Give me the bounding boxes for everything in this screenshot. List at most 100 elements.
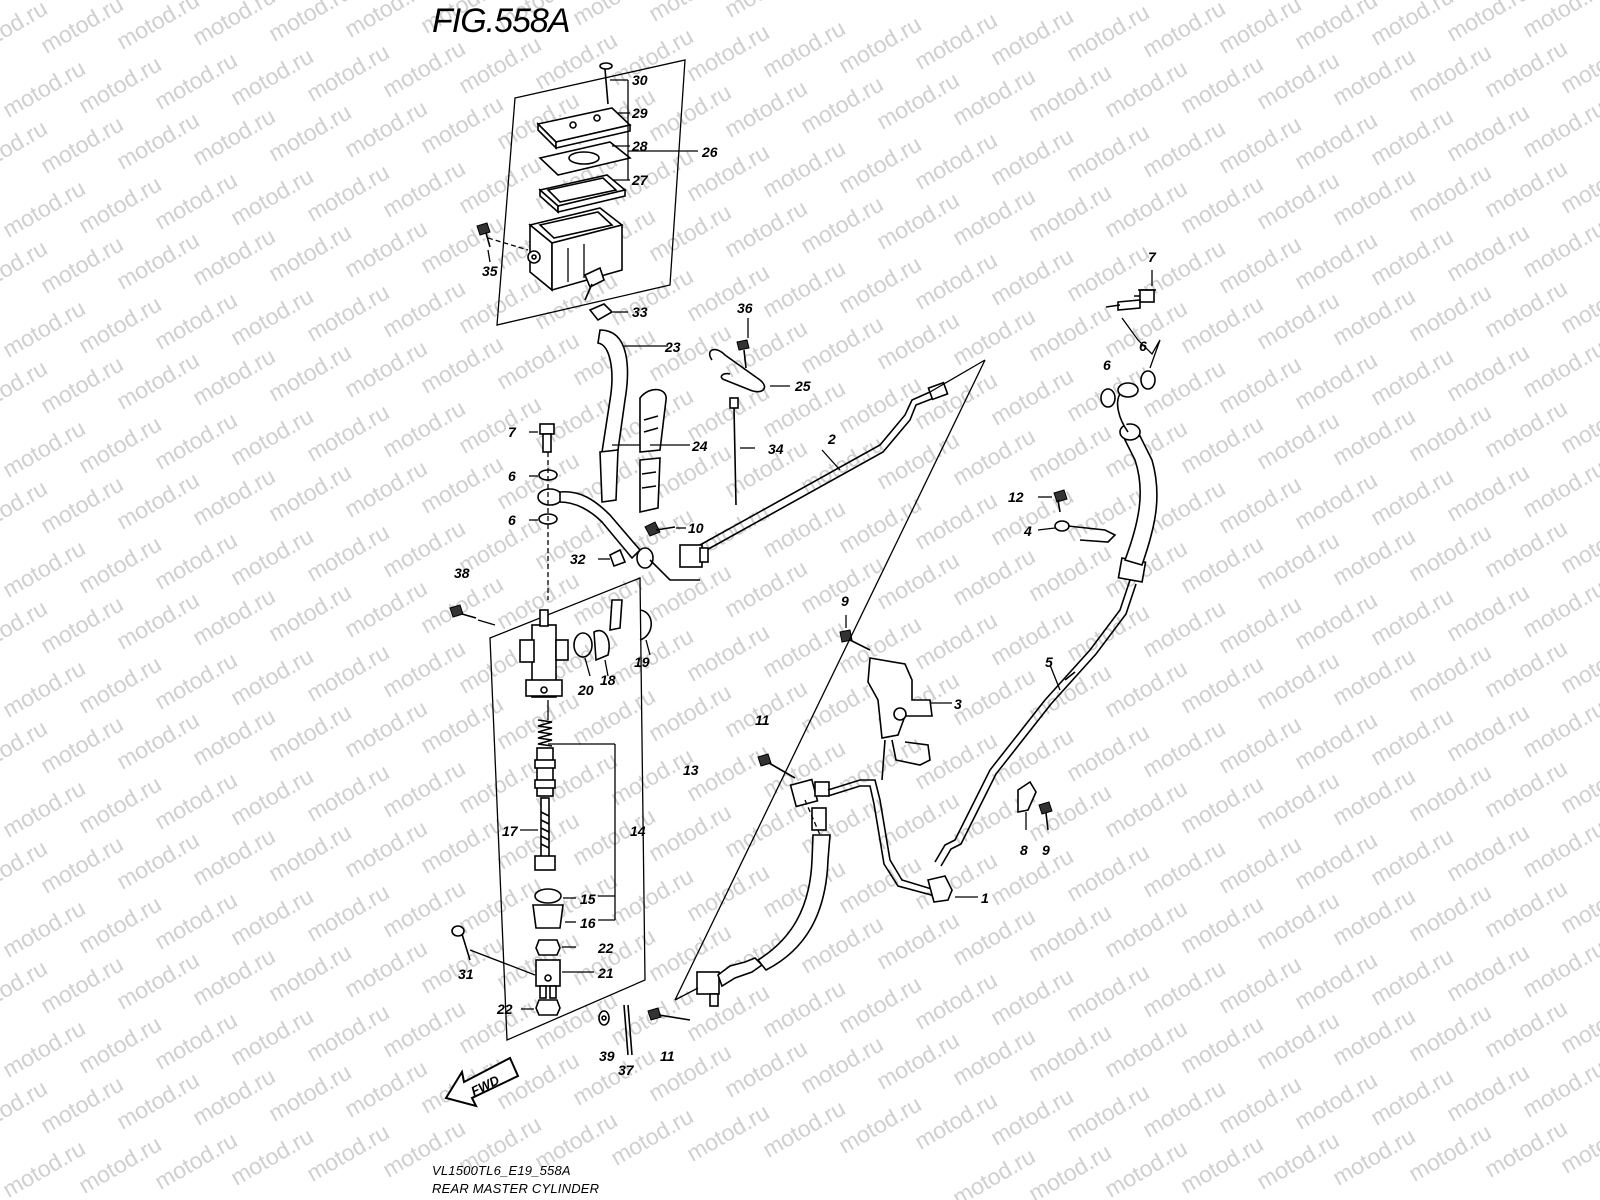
- part-bolt-7-left: [529, 423, 555, 453]
- section-name-caption: REAR MASTER CYLINDER: [432, 1181, 600, 1196]
- callout-28: 28: [631, 138, 648, 154]
- callout-1: 1: [981, 890, 989, 906]
- part-tie-34: [729, 397, 755, 506]
- callout-4: 4: [1023, 523, 1032, 539]
- reservoir-group-box: [496, 59, 686, 326]
- master-cylinder-group-box: [489, 577, 646, 1041]
- callout-15: 15: [580, 891, 596, 907]
- part-cap-29: [536, 107, 632, 150]
- callout-7-left: 7: [508, 424, 517, 440]
- part-bolt-7-right: [1105, 270, 1156, 311]
- callout-18: 18: [600, 672, 616, 688]
- callout-35: 35: [482, 263, 498, 279]
- part-clevis-21: [535, 959, 594, 999]
- part-bolt-11-lower: [647, 1007, 691, 1021]
- callout-19: 19: [634, 654, 650, 670]
- part-washer-6-lower: [529, 513, 558, 525]
- callout-3: 3: [954, 696, 962, 712]
- fwd-direction-arrow: FWD: [444, 1056, 520, 1108]
- callout-37: 37: [618, 1062, 635, 1078]
- part-washer-39: [598, 1010, 610, 1026]
- part-clamp-4: [1037, 520, 1117, 543]
- part-connector-18: [593, 599, 623, 677]
- part-bolt-12: [1038, 489, 1068, 513]
- callout-6-lower: 6: [508, 512, 516, 528]
- callout-7-right: 7: [1148, 249, 1157, 265]
- bracket-26: [627, 80, 698, 180]
- reference-lines: [674, 359, 986, 1001]
- callout-14: 14: [630, 823, 646, 839]
- callout-13: 13: [683, 762, 699, 778]
- callout-29: 29: [631, 105, 648, 121]
- part-union-hose-fitting: [537, 488, 709, 581]
- part-clamp-32: [598, 548, 627, 568]
- part-boot-16: [532, 904, 576, 929]
- part-circlip-19: [639, 609, 653, 656]
- callout-2: 2: [827, 431, 836, 447]
- part-screw-30: [599, 62, 628, 105]
- part-bolt-36: [736, 318, 750, 369]
- callout-32: 32: [570, 551, 586, 567]
- part-bracket-14: [548, 743, 616, 921]
- callout-6-right-b: 6: [1139, 338, 1147, 354]
- callout-8: 8: [1020, 842, 1028, 858]
- part-bolt-11-upper: [757, 753, 796, 779]
- callout-38: 38: [454, 565, 470, 581]
- part-reservoir-body: [527, 207, 624, 301]
- callout-17: 17: [502, 823, 519, 839]
- part-clip-25: [708, 348, 790, 393]
- part-piston-14: [534, 747, 556, 797]
- callout-36: 36: [737, 300, 753, 316]
- part-piston-spring: [537, 719, 553, 747]
- part-oring-20: [573, 632, 593, 677]
- callout-23: 23: [664, 339, 681, 355]
- part-bolt-38: [449, 604, 496, 626]
- part-bolt-35: [476, 222, 529, 263]
- part-bolt-9-upper: [839, 615, 871, 651]
- callout-9-lower: 9: [1042, 842, 1050, 858]
- model-code-caption: VL1500TL6_E19_558A: [432, 1163, 571, 1178]
- part-diaphragm-27: [538, 174, 630, 214]
- part-pushrod-17: [520, 797, 556, 871]
- part-hose-5: [934, 382, 1158, 867]
- callout-12: 12: [1008, 489, 1024, 505]
- callout-24: 24: [691, 438, 708, 454]
- callout-21: 21: [597, 965, 614, 981]
- callout-39: 39: [599, 1048, 615, 1064]
- callout-22-upper: 22: [597, 940, 614, 956]
- part-nut-22-upper: [535, 939, 576, 956]
- callout-25: 25: [794, 378, 811, 394]
- part-pipe-1: [827, 779, 978, 903]
- part-washer-6-upper: [529, 469, 558, 481]
- part-clamp-8: [1017, 780, 1037, 830]
- callout-16: 16: [580, 915, 596, 931]
- part-nut-22-lower: [521, 999, 561, 1016]
- callout-30: 30: [632, 72, 648, 88]
- callout-6-right-a: 6: [1103, 357, 1111, 373]
- callout-10: 10: [688, 520, 704, 536]
- part-bolt-9-lower: [1038, 801, 1053, 831]
- callout-9-upper: 9: [841, 593, 849, 609]
- part-plate-28: [538, 141, 632, 176]
- callout-6-upper: 6: [508, 468, 516, 484]
- washer-6-right-group: [1100, 317, 1161, 408]
- part-cotter-pin-37: [623, 1004, 633, 1056]
- part-pin-31: [451, 925, 536, 976]
- callout-22-lower: 22: [496, 1001, 513, 1017]
- callout-26: 26: [701, 144, 718, 160]
- part-bracket-3: [867, 657, 952, 781]
- callout-11-lower: 11: [660, 1048, 675, 1064]
- callout-20: 20: [577, 682, 594, 698]
- callout-34: 34: [768, 441, 784, 457]
- part-hose-lower: [696, 834, 831, 1007]
- callout-27: 27: [631, 172, 649, 188]
- part-hose-24: [599, 388, 690, 513]
- callout-11-upper: 11: [755, 712, 770, 728]
- callout-5: 5: [1045, 654, 1053, 670]
- part-fitting-mid: [789, 778, 830, 836]
- part-cylinder-body: [519, 609, 569, 698]
- figure-title: FIG.558A: [432, 2, 571, 40]
- part-circlip-15: [534, 888, 576, 904]
- callout-31: 31: [458, 966, 474, 982]
